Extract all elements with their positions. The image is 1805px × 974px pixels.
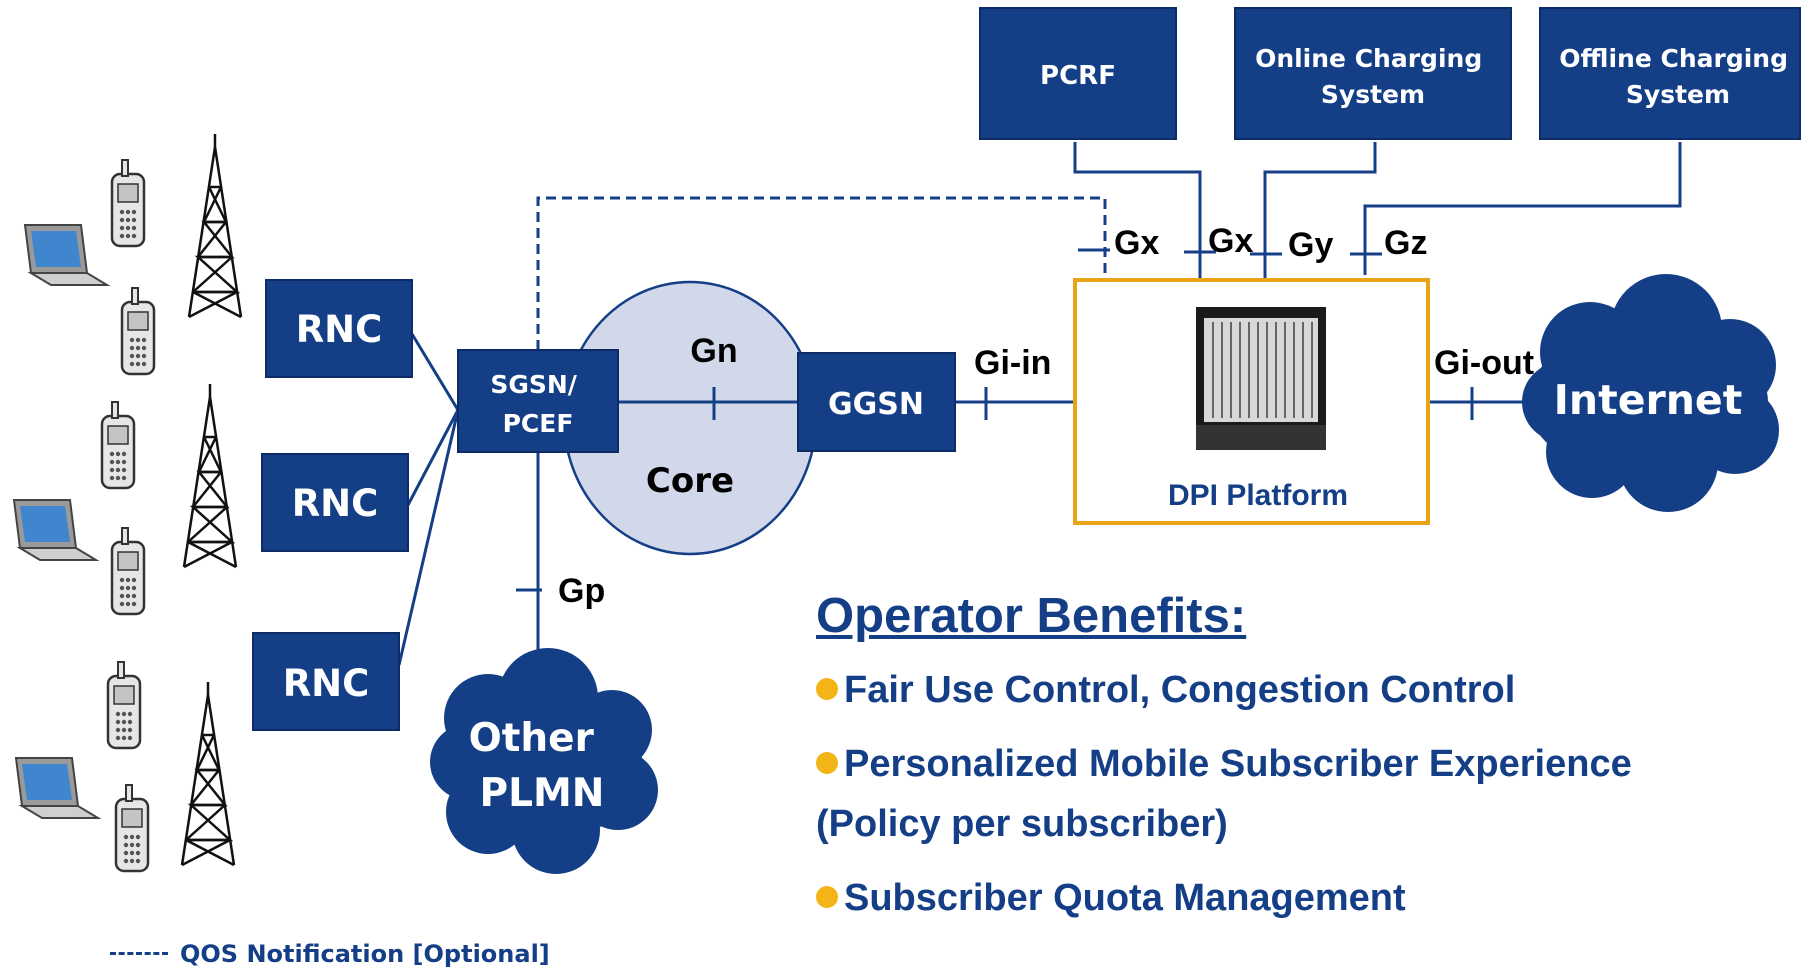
dpi-chassis-icon	[1196, 307, 1326, 450]
gy-interface-label: Gy	[1288, 226, 1333, 264]
other-plmn-label: Other PLMN	[469, 716, 608, 816]
dashed-line-icon	[110, 952, 168, 955]
rnc-box-2	[261, 453, 409, 552]
interface-ticks	[516, 248, 1474, 592]
gn-interface-label: Gn	[690, 332, 737, 370]
gz-interface-label: Gz	[1384, 224, 1427, 262]
sgsn-pcef-box	[457, 349, 619, 453]
pcrf-box	[979, 7, 1177, 140]
other-plmn-cloud-icon	[430, 648, 658, 874]
gx-pcef-interface-label: Gx	[1114, 224, 1159, 262]
laptop-icon	[13, 499, 97, 561]
offline-charging-label: Offline Charging System	[1559, 44, 1796, 109]
cell-tower-icon	[182, 382, 238, 569]
mobile-phone-icon	[100, 400, 136, 490]
internet-label: Internet	[1554, 376, 1743, 424]
online-charging-system-box	[1234, 7, 1512, 140]
laptop-icon	[24, 224, 108, 286]
core-label: Core	[646, 461, 734, 501]
mobile-phone-icon	[114, 783, 150, 873]
mobile-phone-icon	[110, 158, 146, 248]
ggsn-label: GGSN	[828, 387, 924, 422]
bullet-icon	[816, 752, 838, 774]
legend: QOS Notification [Optional]	[110, 940, 550, 968]
gx-pcrf-interface-label: Gx	[1208, 222, 1253, 260]
legend-qos-label: QOS Notification [Optional]	[180, 940, 550, 968]
mobile-phone-icon	[120, 286, 156, 376]
operator-benefits-panel: Operator Benefits: Fair Use Control, Con…	[816, 588, 1676, 942]
rnc-label-1: RNC	[296, 308, 383, 351]
links	[397, 142, 1682, 690]
benefit-item: Subscriber Quota Management	[816, 868, 1676, 928]
cell-tower-icon	[180, 680, 236, 867]
rnc-label-3: RNC	[283, 662, 370, 705]
rnc-box-1	[265, 279, 413, 378]
gi-in-interface-label: Gi-in	[974, 344, 1051, 382]
bullet-icon	[816, 678, 838, 700]
benefit-item: Personalized Mobile Subscriber Experienc…	[816, 743, 1632, 845]
cell-tower-icon	[187, 132, 243, 319]
gp-interface-label: Gp	[558, 572, 605, 610]
dpi-platform-label: DPI Platform	[1168, 479, 1348, 512]
bullet-icon	[816, 886, 838, 908]
pcrf-label: PCRF	[1040, 61, 1116, 91]
ggsn-box	[797, 352, 956, 452]
sgsn-pcef-label: SGSN/ PCEF	[490, 370, 585, 438]
internet-cloud-icon	[1522, 274, 1779, 512]
benefits-title: Operator Benefits:	[816, 589, 1247, 643]
qos-notification-dashed-line	[536, 196, 1107, 350]
gi-out-interface-label: Gi-out	[1434, 344, 1534, 382]
laptop-icon	[15, 757, 99, 819]
rnc-label-2: RNC	[292, 482, 379, 525]
rnc-box-3	[252, 632, 400, 731]
online-charging-label: Online Charging System	[1255, 44, 1491, 109]
mobile-phone-icon	[110, 526, 146, 616]
benefit-item: Fair Use Control, Congestion Control	[816, 660, 1676, 720]
mobile-phone-icon	[106, 660, 142, 750]
offline-charging-system-box	[1539, 7, 1801, 140]
